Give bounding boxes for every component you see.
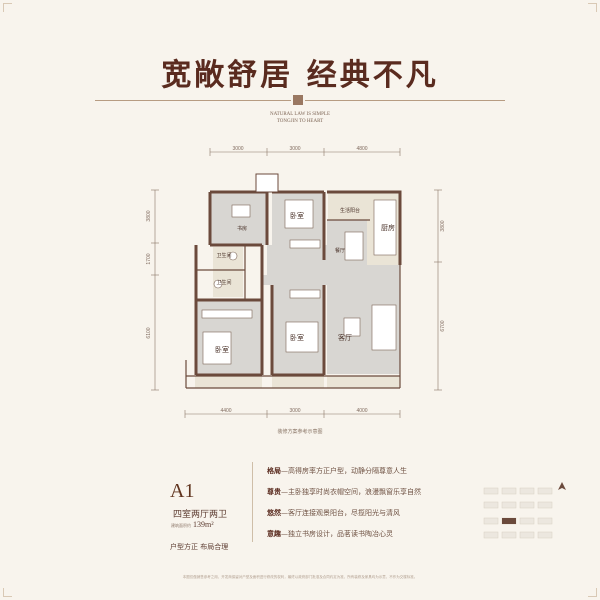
disclaimer-footer: 本图仅做销售参考之用，开发商保留对户型及面积进行修改的权利，最终以政府部门批准及… [182, 575, 418, 579]
dim-top-1: 3000 [232, 146, 243, 152]
corner-ornament [588, 588, 597, 597]
area-value: 139m² [193, 520, 214, 529]
dimension-lines-left [151, 189, 159, 391]
feature-row: 意趣—独立书房设计，品茗读书陶冶心灵 [267, 529, 393, 539]
plan-note: 装修方案参考示意图 [277, 429, 323, 435]
english-subtitle: NATURAL LAW IS SIMPLE TONGJIN TO HEART [0, 111, 600, 125]
unit-type: 四室两厅两卫 [173, 510, 228, 520]
bay-window [255, 173, 279, 193]
north-arrow-icon [558, 482, 566, 490]
room-label-dining: 餐厅 [335, 247, 345, 254]
section-divider [252, 462, 253, 542]
feature-key: 格局 [267, 467, 281, 475]
room-label-balcony: 生活阳台 [340, 207, 360, 214]
feature-row: 格局—高得房率方正户型，动静分隔尊意人生 [267, 466, 407, 476]
room-label-bedroom-top: 卧室 [290, 211, 304, 220]
corner-ornament [3, 588, 12, 597]
dim-top-3: 4800 [356, 146, 367, 152]
feature-text: —客厅连接观景阳台，尽揽阳光与清风 [281, 509, 400, 517]
seal-icon [291, 93, 305, 107]
room-label-bath-1: 卫生间 [216, 252, 231, 259]
subtitle-line-1: NATURAL LAW IS SIMPLE [269, 112, 331, 117]
unit-code: A1 [170, 480, 195, 502]
dim-left-2: 1700 [146, 253, 152, 264]
walls [194, 190, 402, 377]
area-label: 建筑面积约 [171, 523, 191, 528]
feature-key: 悠然 [267, 509, 281, 517]
key-plan-icon [483, 482, 566, 539]
highlight-unit [502, 518, 516, 524]
room-label-living: 客厅 [338, 333, 352, 342]
dim-bottom-1: 4400 [220, 408, 231, 414]
feature-row: 尊贵—主卧独享时尚衣帽空间，浪漫飘窗乐享自然 [267, 487, 421, 497]
dim-top-2: 3000 [289, 146, 300, 152]
dim-bottom-3: 4000 [356, 408, 367, 414]
feature-key: 意趣 [267, 530, 281, 538]
unit-area: 建筑面积约 139m² [171, 520, 214, 529]
dim-bottom-2: 3000 [289, 408, 300, 414]
feature-text: —主卧独享时尚衣帽空间，浪漫飘窗乐享自然 [281, 488, 421, 496]
feature-row: 悠然—客厅连接观景阳台，尽揽阳光与清风 [267, 508, 400, 518]
page-title: 宽敞舒居 经典不凡 [161, 58, 439, 93]
unit-tagline: 户型方正 布局合理 [170, 543, 229, 551]
dim-left-1: 3800 [146, 210, 152, 221]
dim-right-2: 6700 [440, 320, 446, 331]
room-label-study: 书房 [237, 225, 247, 232]
dimension-lines-bottom [184, 410, 401, 418]
feature-text: —独立书房设计，品茗读书陶冶心灵 [281, 530, 393, 538]
subtitle-line-2: TONGJIN TO HEART [276, 119, 324, 124]
feature-key: 尊贵 [267, 488, 281, 496]
dimension-lines-top [209, 148, 401, 156]
feature-text: —高得房率方正户型，动静分隔尊意人生 [281, 467, 407, 475]
room-label-kitchen: 厨房 [381, 223, 395, 232]
dim-right-1: 3800 [440, 220, 446, 231]
corner-ornament [3, 3, 12, 12]
room-label-bedroom-center: 卧室 [290, 333, 304, 342]
furniture [201, 199, 397, 365]
room-label-bedroom-left: 卧室 [215, 345, 229, 354]
dim-left-3: 6100 [146, 327, 152, 338]
corner-ornament [588, 3, 597, 12]
thin-walls [185, 219, 401, 389]
room-label-bath-2: 卫生间 [216, 279, 231, 286]
dimension-lines-right [434, 189, 442, 391]
